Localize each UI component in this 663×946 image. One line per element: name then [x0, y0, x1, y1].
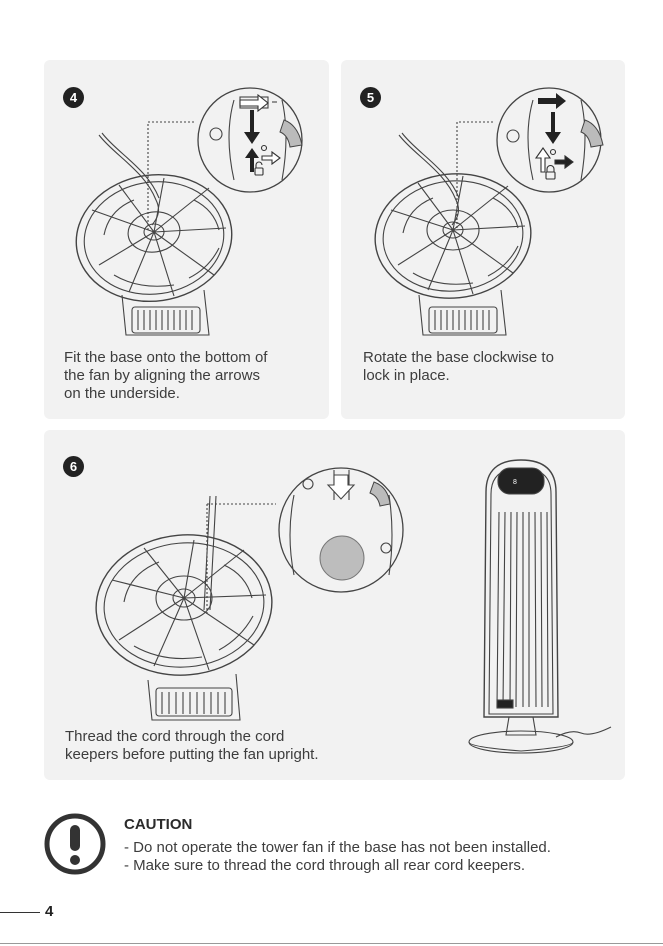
step-5-panel: 5 Rotate t: [341, 60, 625, 419]
caution-line-1: - Do not operate the tower fan if the ba…: [124, 839, 551, 856]
step-4-panel: 4: [44, 60, 329, 419]
step-6-badge: 6: [63, 456, 84, 477]
svg-text:8: 8: [513, 479, 517, 486]
caution-title: CAUTION: [124, 816, 193, 833]
tower-fan-illustration: 8: [468, 459, 612, 754]
step-6-caption: Thread the cord through the cord keepers…: [65, 728, 319, 763]
step-6-panel: 6: [44, 430, 625, 780]
step-4-badge: 4: [63, 87, 84, 108]
base-fitting-illustration: [75, 87, 303, 336]
step-4-caption: Fit the base onto the bottom of the fan …: [64, 349, 268, 402]
step-5-badge: 5: [360, 87, 381, 108]
base-rotation-illustration: [374, 87, 604, 336]
caution-line-2: - Make sure to thread the cord through a…: [124, 857, 526, 874]
page-number: 4: [45, 903, 54, 920]
cord-threading-illustration: [95, 467, 404, 721]
bottom-divider: [0, 943, 663, 944]
exclamation-circle-icon: [44, 813, 106, 875]
step-5-caption: Rotate the base clockwise to lock in pla…: [363, 349, 554, 384]
footer-rule: [0, 912, 40, 913]
